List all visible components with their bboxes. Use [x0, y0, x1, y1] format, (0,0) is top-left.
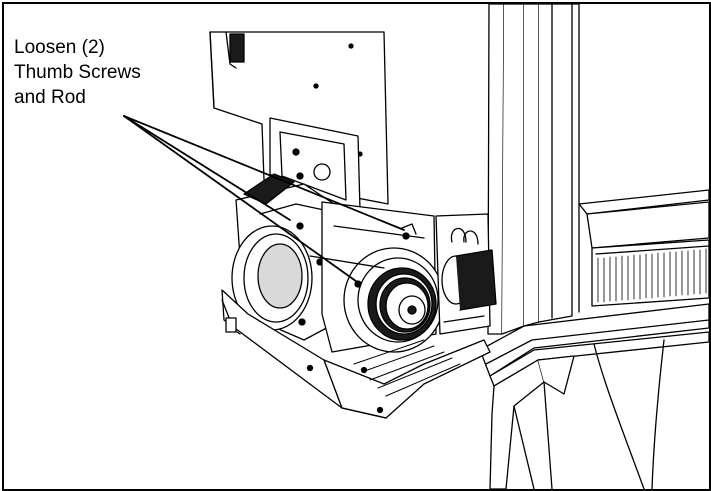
tray-slots: [353, 339, 461, 397]
motor: [435, 213, 497, 335]
callout-label: Loosen (2) Thumb Screws and Rod: [14, 35, 141, 110]
callout-line-2: Thumb Screws: [14, 62, 141, 83]
leader-line-top-screw: [123, 115, 405, 231]
combustion-blower: [321, 201, 445, 353]
stove-illustration: [123, 4, 709, 489]
vent-grille: [597, 248, 707, 303]
leader-line-left-screw: [123, 115, 361, 285]
callout-line-3: and Rod: [14, 87, 86, 108]
stove-body: [479, 4, 709, 489]
callout-leaders: [123, 115, 405, 285]
callout-line-1: Loosen (2): [14, 37, 105, 58]
blower-housing: [231, 173, 335, 341]
leader-line-rod: [123, 115, 291, 221]
base-tray: [221, 289, 491, 419]
thumb-screw-top: [402, 232, 410, 240]
